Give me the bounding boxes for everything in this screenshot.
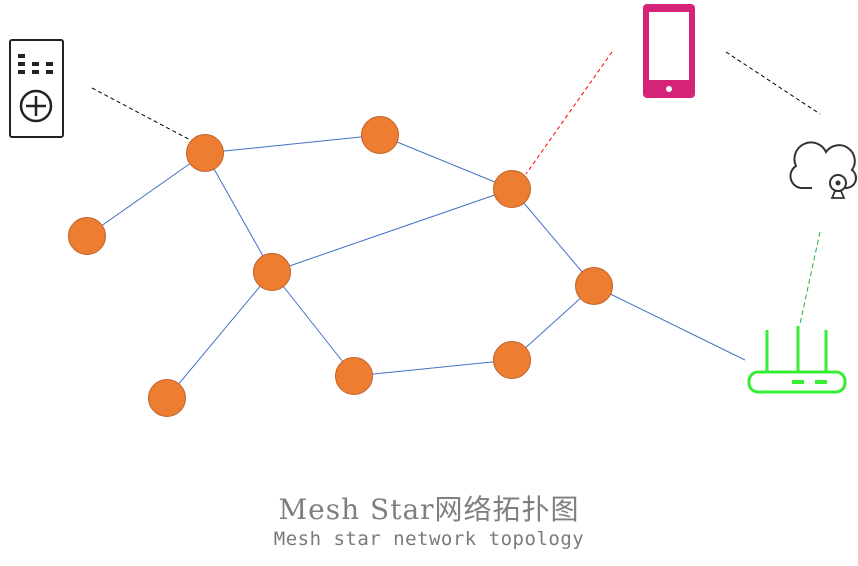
mesh-node-n2 — [361, 116, 399, 154]
mesh-node-n6 — [148, 379, 186, 417]
device-links — [91, 51, 821, 325]
mesh-node-n8 — [493, 341, 531, 379]
smartphone-icon — [643, 4, 695, 98]
mesh-link-n5-n6 — [166, 271, 273, 399]
diagram-title: Mesh Star网络拓扑图 — [278, 493, 580, 526]
mesh-node-n7 — [335, 357, 373, 395]
mesh-link-n9-n3 — [511, 188, 595, 287]
mesh-link-n9-router — [593, 285, 746, 361]
diagram-subtitle: Mesh star network topology — [273, 528, 585, 550]
mesh-node-n1 — [186, 134, 224, 172]
mesh-node-n3 — [493, 170, 531, 208]
nodes-layer — [68, 116, 613, 417]
phone-cloud-dashed-link — [725, 51, 821, 115]
cloud-camera-icon — [789, 141, 857, 199]
mesh-link-n1-n5 — [204, 152, 273, 273]
router-icon — [747, 326, 847, 394]
mesh-node-n5 — [253, 253, 291, 291]
remote-control-icon — [9, 39, 64, 138]
phone-dashed-link — [525, 51, 613, 175]
mesh-link-n2-n3 — [379, 134, 513, 190]
cloud-router-dashed-link — [799, 231, 821, 325]
links-layer — [86, 134, 746, 399]
mesh-link-n1-n2 — [204, 134, 381, 154]
mesh-link-n1-n4 — [86, 152, 206, 237]
remote-dashed-link — [91, 87, 197, 144]
mesh-link-n5-n3 — [271, 188, 513, 273]
mesh-link-n7-n8 — [353, 359, 513, 377]
mesh-node-n9 — [575, 267, 613, 305]
mesh-node-n4 — [68, 217, 106, 255]
mesh-link-n5-n7 — [271, 271, 355, 377]
